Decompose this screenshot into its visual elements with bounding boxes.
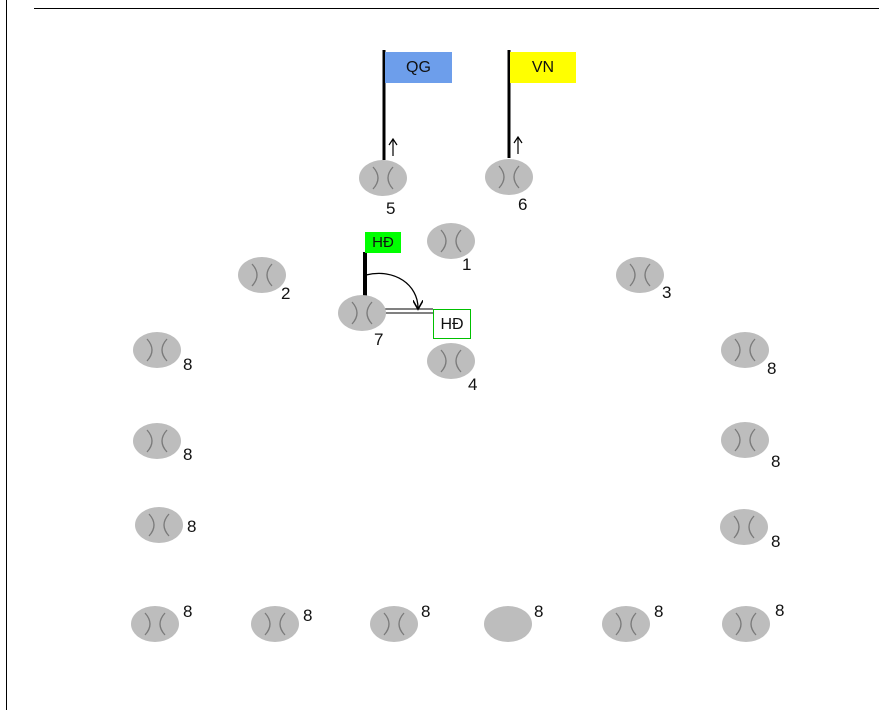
flag-hd-green: HĐ [365,232,401,253]
seat-label: 3 [662,283,672,302]
seat-label: 4 [468,375,478,394]
double-line-connector [384,308,433,314]
seat-label: 1 [462,255,472,274]
seat-icon [131,606,179,642]
seat-icon [251,606,299,642]
seat-label: 8 [183,602,193,621]
seat-label: 7 [374,330,384,349]
seat-icon [338,295,386,331]
seat-label: 8 [421,602,431,621]
seat-label: 8 [767,359,777,378]
seat-icon [720,509,768,545]
seat-icon [602,606,650,642]
seat-icon [721,332,769,368]
seat-label: 5 [386,199,396,218]
seat-icon [370,606,418,642]
seat-label: 8 [771,532,781,551]
flag-qg: QG [385,52,452,83]
seat-label: 8 [654,602,664,621]
curved-arrow-icon [365,272,418,308]
seat-icon [427,343,475,379]
seat-label: 8 [771,452,781,471]
seat-icon [133,423,181,459]
seat-label: 8 [303,606,313,625]
seat-icon [133,332,181,368]
seat-icon [238,257,286,293]
up-arrow-icon [513,135,523,154]
seat-label: 8 [534,602,544,621]
seat-label: 8 [775,601,785,620]
seat-icon [484,606,532,642]
seat-icon [359,160,407,196]
seat-label: 6 [518,195,528,214]
seat-label: 2 [281,284,291,303]
seat-icon [135,507,183,543]
seat-icon [427,223,475,259]
seat-icon [616,257,664,293]
seat-icon [722,606,770,642]
left-border-line [6,0,7,710]
seat-icon [485,159,533,195]
seat-label: 8 [183,355,193,374]
seat-label: 8 [187,517,197,536]
seat-icon [721,422,769,458]
seat-label: 8 [183,445,193,464]
flag-vn: VN [510,52,576,83]
hd-box: HĐ [433,309,471,339]
top-border-line [34,8,879,9]
up-arrow-icon [388,137,398,156]
